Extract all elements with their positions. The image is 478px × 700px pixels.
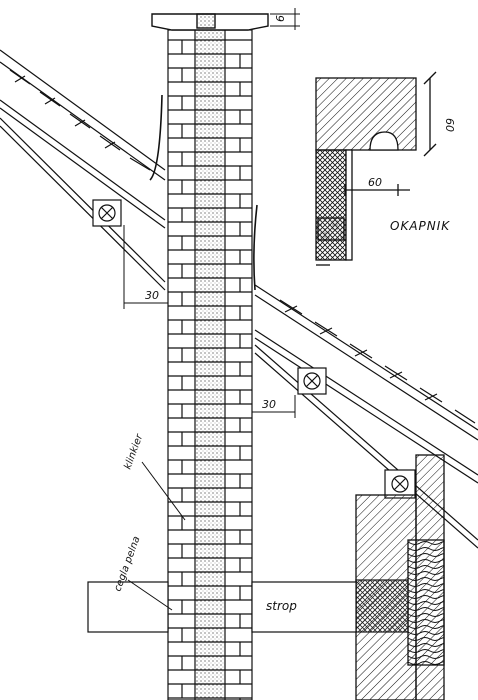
- chimney: [167, 29, 253, 700]
- ceiling-slab-left: [87, 581, 169, 633]
- lower-offset-label: 30: [262, 398, 276, 411]
- ceiling-slab-right: [251, 581, 357, 633]
- leader-lines: [127, 461, 186, 611]
- cap-dimension: [270, 8, 300, 30]
- chimney-cap: [151, 13, 269, 31]
- okapnik-label: OKAPNIK: [390, 219, 450, 233]
- klinkier-label: klinkier: [122, 432, 145, 471]
- upper-offset-dimension: [123, 225, 168, 309]
- lower-offset-dimension: [252, 395, 296, 418]
- left-roof: [0, 49, 166, 291]
- okapnik-detail: [315, 71, 437, 266]
- strop-label: strop: [266, 599, 297, 613]
- cap-dimension-label: 6: [274, 15, 287, 22]
- batten-blocks: [92, 199, 416, 499]
- lower-wall: [355, 454, 445, 700]
- drip-width-label: 60: [368, 176, 382, 189]
- upper-offset-label: 30: [145, 289, 159, 302]
- drip-height-label: 60: [443, 118, 456, 132]
- right-roof: [253, 204, 478, 549]
